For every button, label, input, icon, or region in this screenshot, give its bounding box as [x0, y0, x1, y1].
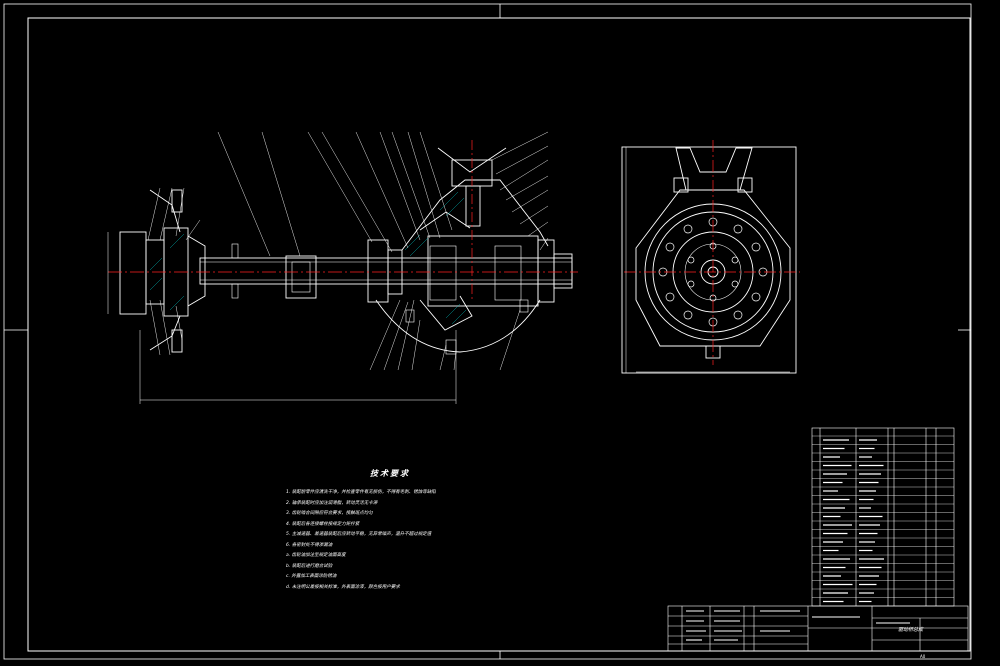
- technical-requirements-title: 技术要求: [370, 468, 410, 478]
- sheet-size-code: A0: [920, 654, 926, 659]
- drawing-title: 驱动桥总成: [898, 627, 924, 633]
- technical-requirements-notes: 1. 装配前零件应清洗干净，并检查零件有无损伤，不得有毛刺、锈蚀等缺陷 2. 轴…: [286, 488, 576, 593]
- section-hatching: [149, 191, 467, 325]
- requirement-note: 3. 齿轮啮合间隙应符合要求，接触斑点均匀: [286, 511, 373, 516]
- centering-marks: [4, 4, 971, 659]
- parts-list-entries: [823, 439, 884, 603]
- requirement-note: d. 未注明公差按相关标准，外表面涂漆，颜色按用户要求: [286, 584, 400, 590]
- requirement-note: 1. 装配前零件应清洗干净，并检查零件有无损伤，不得有毛刺、锈蚀等缺陷: [286, 490, 436, 495]
- outer-border: [3, 3, 972, 660]
- requirement-note: 2. 轴承装配时应加注润滑脂，转动灵活无卡滞: [286, 500, 378, 506]
- parts-list-rows: [812, 435, 954, 598]
- title-block: [667, 605, 969, 652]
- dimension-lines: [107, 232, 457, 404]
- part-callout-leaders: [147, 131, 549, 371]
- inner-border: [27, 17, 971, 652]
- side-view-dimensions: [625, 147, 790, 373]
- parts-list-table: [811, 427, 955, 607]
- axle-section-view: [119, 147, 573, 355]
- requirement-note: 4. 装配后各连接螺栓按规定力矩拧紧: [286, 521, 360, 527]
- title-block-entries: [686, 610, 910, 641]
- requirement-note: c. 外露加工表面涂防锈油: [286, 574, 337, 579]
- requirement-note: 5. 主减速器、差速器装配后应转动平稳，无异常噪声，温升不超过规定值: [286, 532, 432, 537]
- requirement-note: a. 齿轮油加注至规定油面高度: [286, 553, 346, 558]
- requirement-note: 6. 各密封处不得渗漏油: [286, 542, 333, 548]
- side-view-centerlines: [624, 140, 800, 365]
- requirement-note: b. 装配后进行磨合试验: [286, 563, 333, 569]
- housing-side-view: [621, 146, 797, 374]
